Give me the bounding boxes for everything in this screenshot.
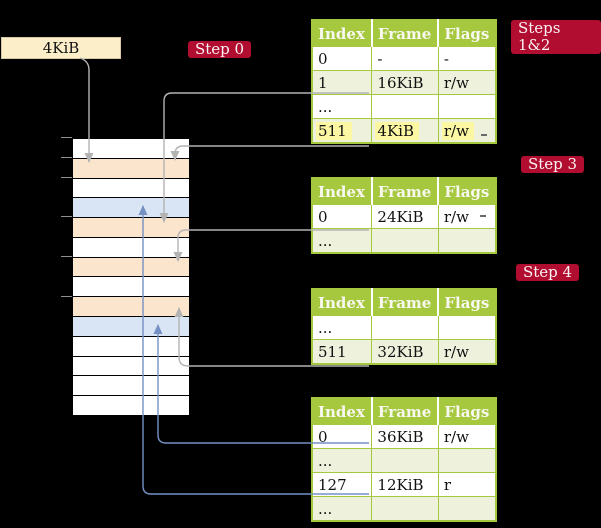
memory-frame-row-5 — [73, 236, 189, 257]
table-cell: 511 — [311, 339, 373, 365]
table-cell: 1 — [311, 70, 373, 95]
table-cell: 36KiB — [371, 424, 439, 449]
table-cell: - — [371, 46, 439, 71]
table-cell: r/w — [437, 70, 497, 95]
arrow-entry511-4kib-to-frame — [170, 145, 369, 161]
table-cell: ... — [311, 228, 373, 254]
table-cell — [437, 448, 497, 473]
memory-frame-row-6 — [73, 256, 189, 277]
table-cell — [371, 228, 439, 254]
table-cell — [371, 448, 439, 473]
table-cell: ... — [311, 448, 373, 473]
memory-tick — [61, 296, 72, 297]
table-cell — [371, 315, 439, 340]
table-row: ... — [311, 94, 497, 119]
table-cell: 4KiB — [371, 118, 439, 144]
table-row: ... — [311, 496, 497, 522]
memory-frame-row-8 — [73, 296, 189, 317]
table-cell: ... — [311, 496, 373, 522]
table-row: ... — [311, 228, 497, 254]
table-cell: 511 — [311, 118, 373, 144]
frame-size-label: 4KiB — [1, 37, 121, 59]
table-cell — [437, 94, 497, 119]
memory-frame-row-7 — [73, 276, 189, 297]
table-cell: 127 — [311, 472, 373, 497]
table-cell: 24KiB — [371, 204, 439, 229]
memory-frame-row-1 — [73, 157, 189, 178]
step-3-badge: Step 3 — [521, 156, 585, 173]
memory-tick — [61, 137, 72, 138]
column-header-index: Index — [312, 20, 372, 47]
column-header-flags: Flags — [437, 20, 497, 47]
table-cell — [437, 228, 497, 254]
column-header-frame: Frame — [370, 289, 439, 316]
memory-frame-row-2 — [73, 177, 189, 198]
memory-frame-row-3 — [73, 197, 189, 218]
highlighted-value: r/w — [441, 121, 474, 140]
highlighted-value: 4KiB — [375, 121, 419, 140]
table-cell: 0 — [311, 46, 373, 71]
table-cell: r — [437, 472, 497, 497]
memory-frame-row-4 — [73, 217, 189, 237]
table-cell: r/w — [437, 339, 497, 365]
table-cell: r/w — [437, 424, 497, 449]
memory-tick — [61, 157, 72, 158]
memory-tick — [61, 216, 72, 217]
table-cell: 32KiB — [371, 339, 439, 365]
table-cell: 0 — [311, 424, 373, 449]
table-cell: ... — [311, 94, 373, 119]
table-cell: 12KiB — [371, 472, 439, 497]
memory-tick — [61, 256, 72, 257]
table-row: 0-- — [311, 46, 497, 71]
column-header-frame: Frame — [370, 20, 439, 47]
table-row: 511 4KiB r/w — [311, 118, 497, 144]
column-header-flags: Flags — [437, 178, 497, 205]
memory-frame-row-11 — [73, 355, 189, 376]
table-cell — [371, 496, 439, 522]
table-cell: 0 — [311, 204, 373, 229]
memory-frame-row-13 — [73, 395, 189, 415]
table-row: ... — [311, 448, 497, 473]
column-header-index: Index — [312, 289, 372, 316]
memory-column — [72, 138, 190, 416]
step-4-badge: Step 4 — [516, 264, 580, 281]
step-0-badge: Step 0 — [188, 41, 252, 58]
memory-frame-row-10 — [73, 335, 189, 356]
table-cell: 16KiB — [371, 70, 439, 95]
highlighted-value: 511 — [316, 121, 352, 140]
memory-frame-row-9 — [73, 316, 189, 336]
table-cell — [371, 94, 439, 119]
table-cell — [437, 315, 497, 340]
table-cell — [437, 496, 497, 522]
memory-frame-row-0 — [73, 139, 189, 158]
column-header-index: Index — [312, 178, 372, 205]
table-row: ... — [311, 315, 497, 340]
memory-tick — [61, 177, 72, 178]
column-header-flags: Flags — [437, 398, 497, 425]
steps-1-2-badge: Steps 1&2 — [511, 20, 601, 54]
column-header-frame: Frame — [370, 178, 439, 205]
column-header-index: Index — [312, 398, 372, 425]
table-cell: ... — [311, 315, 373, 340]
column-header-flags: Flags — [437, 289, 497, 316]
table-cell: r/w — [437, 118, 497, 144]
table-cell: - — [437, 46, 497, 71]
memory-frame-row-12 — [73, 375, 189, 396]
table-cell: r/w — [437, 204, 497, 229]
column-header-frame: Frame — [370, 398, 439, 425]
